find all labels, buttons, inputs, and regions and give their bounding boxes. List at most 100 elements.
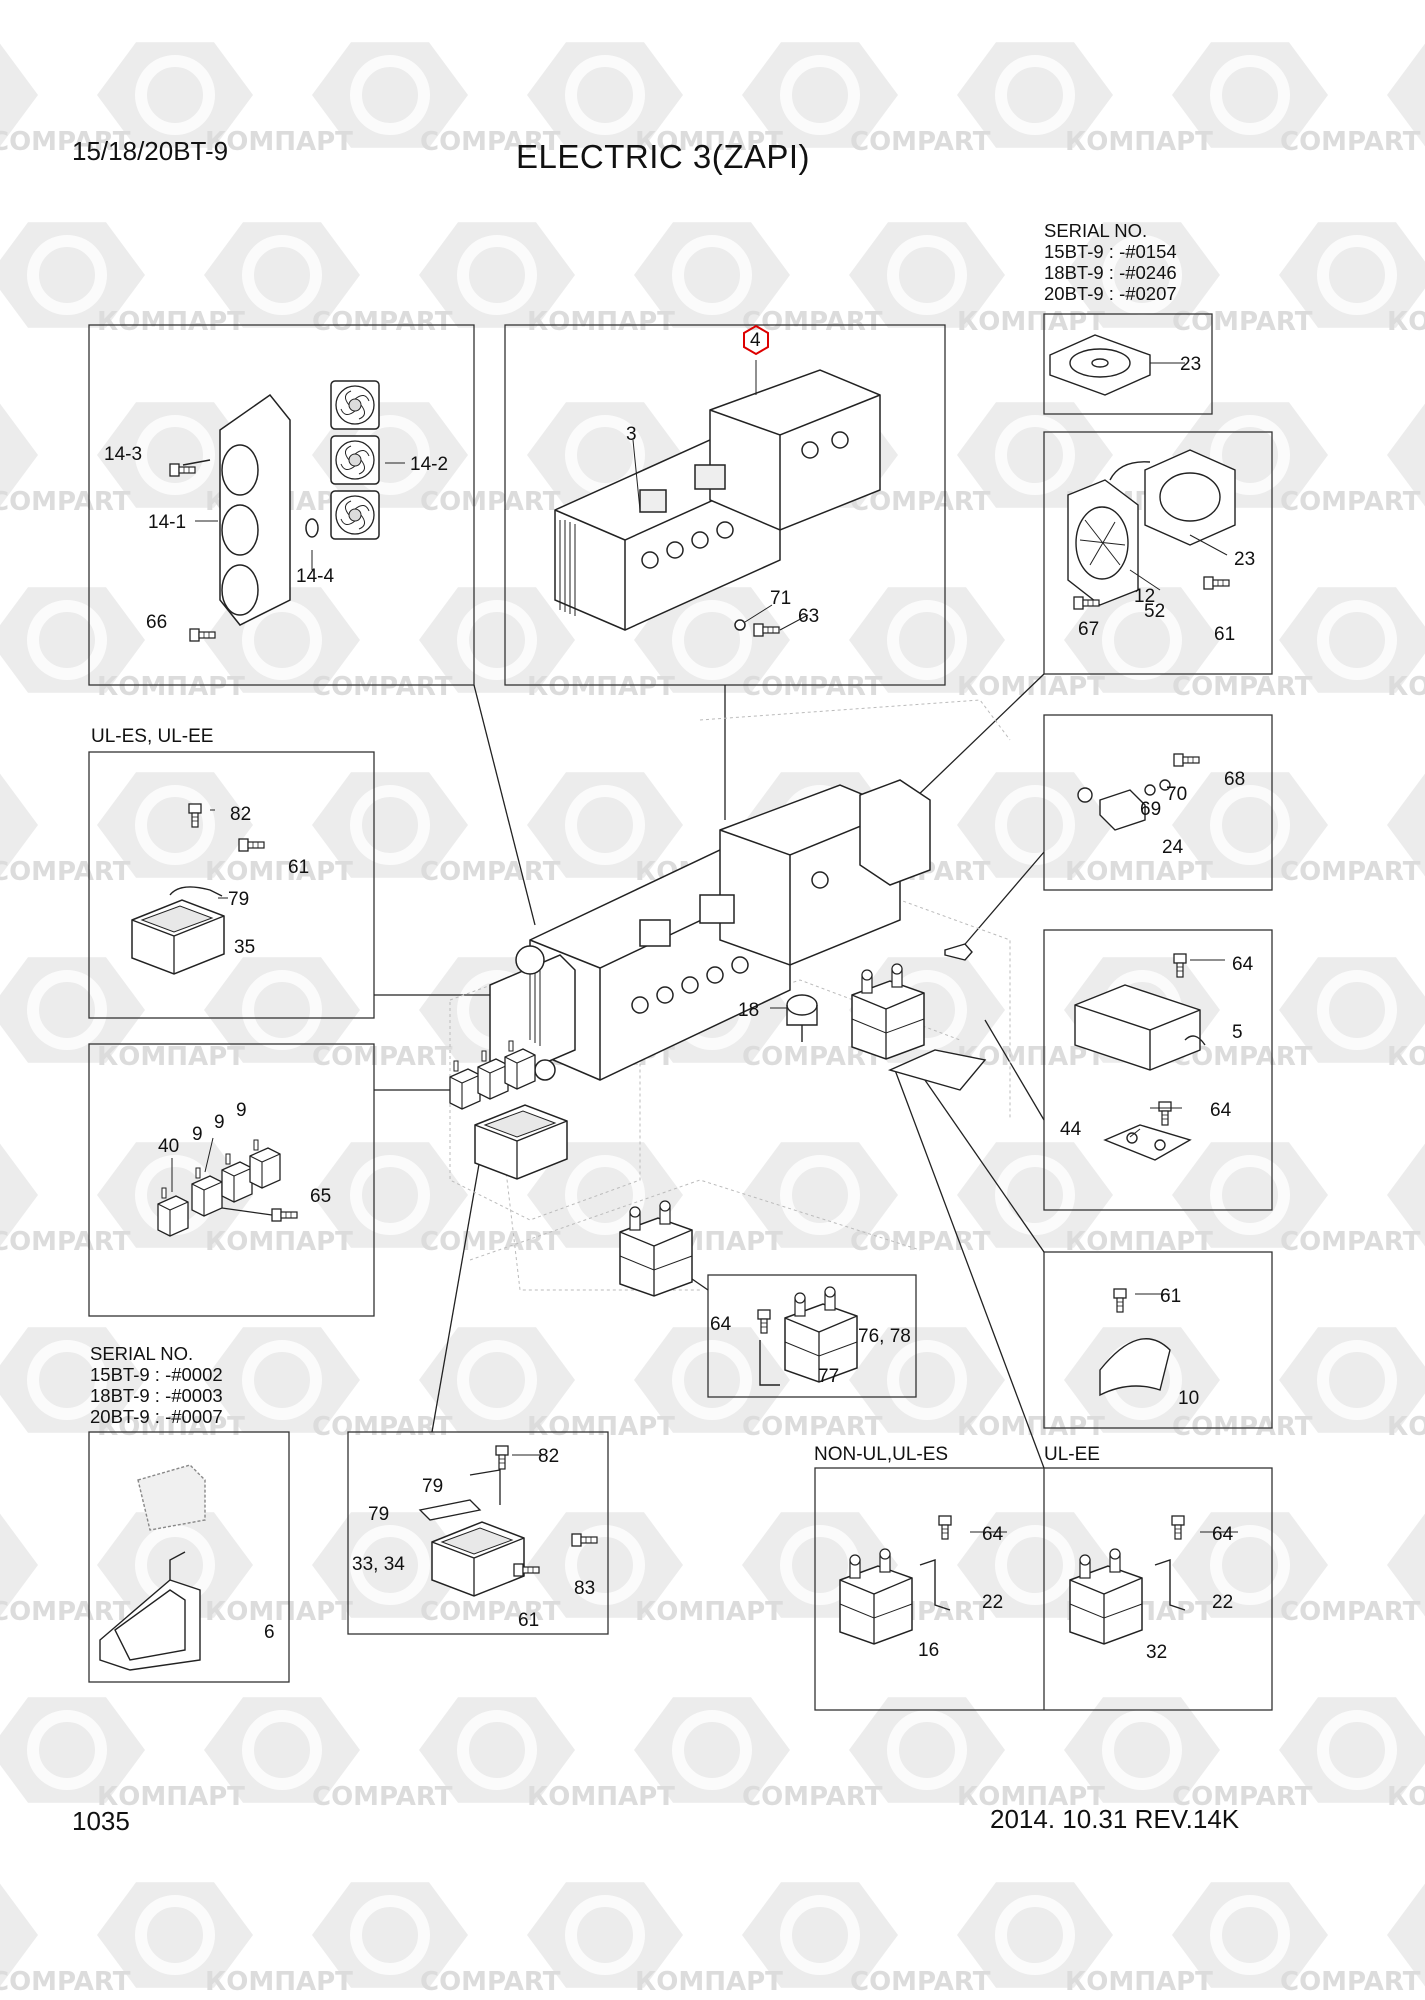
watermark-text: КОМПАРТ: [205, 1227, 353, 1257]
watermark-logo: [527, 1882, 683, 1988]
callout-79b: 79: [422, 1476, 443, 1497]
watermark-logo: [957, 1882, 1113, 1988]
box-fan-23-top: [1043, 313, 1213, 415]
watermark-logo: [1172, 42, 1328, 148]
watermark-text: КОМПАРТ: [957, 1782, 1105, 1812]
box-fuse-33: [347, 1431, 609, 1635]
group-label-ul-ee: UL-EE: [1044, 1444, 1100, 1465]
watermark-text: КОМПАРТ: [1065, 1967, 1213, 1997]
watermark-text: COMPART: [420, 127, 561, 157]
group-label-non-ul-ul-es: NON-UL,UL-ES: [814, 1444, 949, 1465]
watermark-text: COMPART: [742, 672, 883, 702]
watermark-logo: [204, 1327, 360, 1433]
callout-61c: 61: [1160, 1286, 1181, 1307]
callout-23a: 23: [1180, 354, 1201, 375]
callout-52: 52: [1144, 601, 1165, 622]
watermark-text: КОМПАРТ: [1065, 857, 1213, 887]
watermark-logo: [0, 1513, 38, 1617]
watermark-text: КОМПАРТ: [527, 307, 675, 337]
watermark-text: КОМПАРТ: [527, 1412, 675, 1442]
watermark-text: КОМПАРТ: [527, 1782, 675, 1812]
callout-9b: 9: [214, 1112, 225, 1133]
watermark-logo: [97, 772, 253, 878]
watermark-text: COMPART: [420, 1967, 561, 1997]
callout-10: 10: [1178, 1388, 1199, 1409]
watermark-logo: [1387, 1883, 1425, 1987]
callout-70: 70: [1166, 784, 1187, 805]
watermark-logo: [204, 1697, 360, 1803]
callout-16: 16: [918, 1640, 939, 1661]
watermark-text: COMPART: [0, 1967, 131, 1997]
watermark-text: COMPART: [850, 127, 991, 157]
watermark-logo: [957, 772, 1113, 878]
watermark-logo: [634, 587, 790, 693]
serial-note-top: SERIAL NO. 15BT-9 : -#0154 18BT-9 : -#02…: [1044, 220, 1177, 304]
watermark-logo: [1387, 1513, 1425, 1617]
watermark-logo: [742, 1882, 898, 1988]
callout-5: 5: [1232, 1022, 1243, 1043]
watermark-logo: [1387, 1143, 1425, 1247]
watermark-logo: [527, 772, 683, 878]
watermark-logo: [849, 222, 1005, 328]
box-contactor-76: [707, 1274, 917, 1398]
watermark-logo: [957, 1142, 1113, 1248]
callout-23b: 23: [1234, 549, 1255, 570]
callout-40: 40: [158, 1136, 179, 1157]
box-switch-24: [1043, 714, 1273, 891]
callout-79a: 79: [228, 889, 249, 910]
watermark-text: COMPART: [0, 487, 131, 517]
callout-67: 67: [1078, 619, 1099, 640]
callout-44: 44: [1060, 1119, 1082, 1140]
watermark-logo: [419, 1697, 575, 1803]
watermark-text: КОМПАРТ: [97, 307, 245, 337]
serial-line: 20BT-9 : -#0007: [90, 1406, 223, 1427]
watermark-text: КОМПАРТ: [1387, 1042, 1425, 1072]
callout-69: 69: [1140, 799, 1161, 820]
callout-64e: 64: [1212, 1524, 1234, 1545]
callout-65: 65: [310, 1186, 331, 1207]
serial-heading: SERIAL NO.: [90, 1343, 194, 1364]
contactors-16-32-drawing: [839, 1515, 1186, 1645]
watermark-logo: [1172, 1882, 1328, 1988]
watermark-text: COMPART: [742, 1412, 883, 1442]
sensor-18-drawing: [786, 994, 818, 1042]
watermark-logo: [849, 1697, 1005, 1803]
callout-64a: 64: [1232, 954, 1254, 975]
serial-line: 18BT-9 : -#0246: [1044, 262, 1177, 283]
serial-line: 20BT-9 : -#0207: [1044, 283, 1177, 304]
callout-22a: 22: [982, 1592, 1003, 1613]
callout-9c: 9: [236, 1100, 247, 1121]
watermark-text: COMPART: [850, 1227, 991, 1257]
box-cover-10: [1043, 1251, 1273, 1429]
group-label-ul-es-ul-ee: UL-ES, UL-EE: [91, 726, 214, 747]
watermark-text: COMPART: [1172, 1412, 1313, 1442]
watermark-text: КОМПАРТ: [97, 1042, 245, 1072]
callout-64c: 64: [710, 1314, 732, 1335]
watermark-text: КОМПАРТ: [1065, 127, 1213, 157]
watermark-text: COMPART: [850, 1967, 991, 1997]
callout-12: 12: [1134, 586, 1155, 607]
watermark-logo: [419, 1327, 575, 1433]
box-cover-5: [1043, 929, 1273, 1211]
watermark-logo: [0, 957, 145, 1063]
callout-33-34: 33, 34: [352, 1554, 405, 1575]
callout-83: 83: [574, 1578, 595, 1599]
watermark-logo: [957, 42, 1113, 148]
watermark-text: COMPART: [420, 857, 561, 887]
watermark-text: COMPART: [1280, 1227, 1421, 1257]
watermark-logo: [312, 1142, 468, 1248]
watermark-text: COMPART: [0, 1227, 131, 1257]
model-label: 15/18/20BT-9: [72, 136, 229, 166]
watermark-logo: [312, 1512, 468, 1618]
watermark-logo: [1387, 773, 1425, 877]
serial-line: 15BT-9 : -#0154: [1044, 241, 1177, 262]
fuse-35-drawing: [131, 803, 265, 975]
watermark-text: COMPART: [420, 1227, 561, 1257]
watermark-text: КОМПАРТ: [205, 857, 353, 887]
watermark-text: COMPART: [0, 1597, 131, 1627]
watermark-logo: [1279, 957, 1425, 1063]
callout-6: 6: [264, 1622, 275, 1643]
watermark-text: КОМПАРТ: [635, 127, 783, 157]
watermark-text: COMPART: [1280, 127, 1421, 157]
watermark-logo: [1172, 1142, 1328, 1248]
